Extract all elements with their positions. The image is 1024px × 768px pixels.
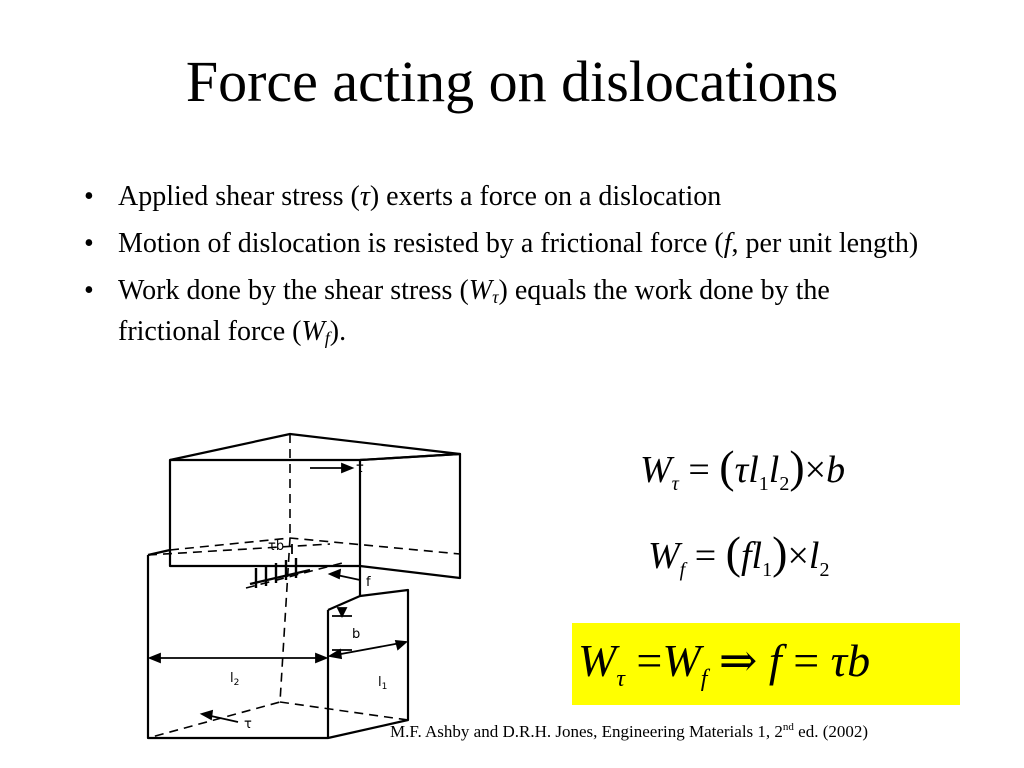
bullet-dot: •	[84, 275, 94, 306]
tau-top-label: τ	[356, 461, 364, 476]
f-label: f	[366, 575, 371, 590]
eq-symbol: τ	[734, 449, 749, 491]
lower-block-top-ledge	[359, 588, 410, 600]
dislocation-block-diagram: τ τb f b l2 l1 τ	[146, 432, 462, 740]
l1-arrowhead-right	[394, 639, 409, 651]
bullet-text: Applied shear stress (	[118, 181, 360, 212]
eq-operator: =	[636, 635, 663, 686]
b-arrowhead	[336, 607, 348, 619]
l2-label: l2	[230, 671, 239, 688]
bullet-list: •Applied shear stress (τ) exerts a force…	[78, 176, 938, 358]
bullet-dot: •	[84, 181, 94, 212]
bullet-text: , per unit length)	[731, 228, 919, 259]
bullet-item: • Motion of dislocation is resisted by a …	[78, 223, 938, 264]
w-subscript: τ	[492, 287, 499, 307]
work-shear-equation: Wτ = (τl1l2)×b	[640, 440, 846, 495]
slide-title: Force acting on dislocations	[185, 49, 839, 114]
w-subscript: f	[324, 328, 330, 348]
eq-paren: (	[719, 441, 735, 492]
eq-paren: )	[772, 527, 788, 578]
work-friction-equation: Wf = (fl1)×l2	[648, 526, 830, 581]
eq-operator: =	[694, 535, 717, 577]
f-arrowhead	[327, 568, 342, 580]
tau-symbol: τ	[359, 181, 370, 212]
bullet-text: ) exerts a force on a dislocation	[369, 181, 722, 212]
lower-block-front-face	[146, 555, 330, 740]
eq-subscript: f	[679, 559, 686, 581]
tau-top-arrowhead	[341, 462, 355, 474]
hidden-edge	[147, 543, 331, 556]
bullet-text: ) equals the work done by the frictional…	[118, 275, 830, 347]
eq-subscript: f	[700, 666, 708, 692]
eq-symbol: f	[768, 635, 782, 686]
eq-symbol: W	[662, 635, 701, 686]
dislocation-stress-mark	[254, 558, 298, 588]
eq-subscript: 1	[758, 473, 769, 495]
eq-symbol: l	[751, 535, 763, 577]
tau-bottom-arrowhead	[199, 709, 214, 721]
bullet-text: Motion of dislocation is resisted by a f…	[118, 228, 724, 259]
lower-block-right-face	[327, 600, 410, 740]
upper-block-front-face	[168, 458, 362, 568]
hidden-edge	[147, 537, 291, 739]
b-dimension	[332, 615, 352, 651]
eq-subscript: 2	[779, 473, 790, 495]
reference-text: M.F. Ashby and D.R.H. Jones, Engineering…	[390, 722, 783, 741]
b-label: b	[352, 627, 360, 642]
eq-symbol: l	[768, 449, 780, 491]
eq-symbol: W	[640, 449, 672, 491]
reference-superscript: nd	[782, 721, 794, 733]
w-symbol: W	[468, 275, 493, 306]
l2-arrowhead-right	[315, 652, 329, 664]
tau-bottom-label: τ	[244, 717, 252, 732]
implies-operator: ⇒	[718, 635, 758, 686]
bullet-item: •Work done by the shear stress (Wτ) equa…	[78, 270, 938, 352]
eq-operator: ×	[787, 535, 809, 577]
l2-arrowhead-left	[147, 652, 161, 664]
bullet-text: Work done by the shear stress (	[118, 275, 469, 306]
eq-subscript: τ	[671, 473, 679, 495]
eq-operator: =	[688, 449, 710, 491]
tau-b-label: τb	[268, 539, 284, 554]
eq-symbol: W	[648, 535, 680, 577]
eq-symbol: f	[740, 535, 752, 577]
l1-arrowhead-left	[327, 648, 343, 660]
l1-dimension	[329, 641, 407, 657]
l1-label: l1	[378, 675, 387, 692]
eq-paren: )	[789, 441, 805, 492]
eq-symbol: b	[826, 449, 846, 491]
eq-symbol: τb	[830, 635, 871, 686]
eq-symbol: W	[578, 635, 617, 686]
result-highlight-box	[572, 623, 960, 705]
eq-symbol: l	[808, 535, 820, 577]
upper-block-right-face	[359, 452, 462, 580]
dislocation-line-solid	[249, 568, 311, 586]
reference-text: ed. (2002)	[793, 722, 869, 741]
f-symbol: f	[723, 228, 732, 259]
bullet-text: ).	[329, 316, 347, 347]
eq-subscript: τ	[616, 666, 625, 692]
bullet-dot: •	[84, 228, 94, 259]
eq-subscript: 1	[762, 559, 773, 581]
eq-operator: =	[793, 635, 820, 686]
eq-paren: (	[725, 527, 741, 578]
w-symbol: W	[301, 316, 325, 347]
eq-operator: ×	[804, 449, 827, 491]
eq-symbol: l	[748, 449, 759, 491]
result-equation: Wτ =Wf ⇒ f = τb	[578, 633, 871, 691]
reference-citation: M.F. Ashby and D.R.H. Jones, Engineering…	[390, 722, 868, 742]
eq-subscript: 2	[819, 559, 830, 581]
hidden-edge	[279, 701, 409, 721]
bullet-item: • Applied shear stress (τ) exerts a force…	[78, 176, 938, 217]
